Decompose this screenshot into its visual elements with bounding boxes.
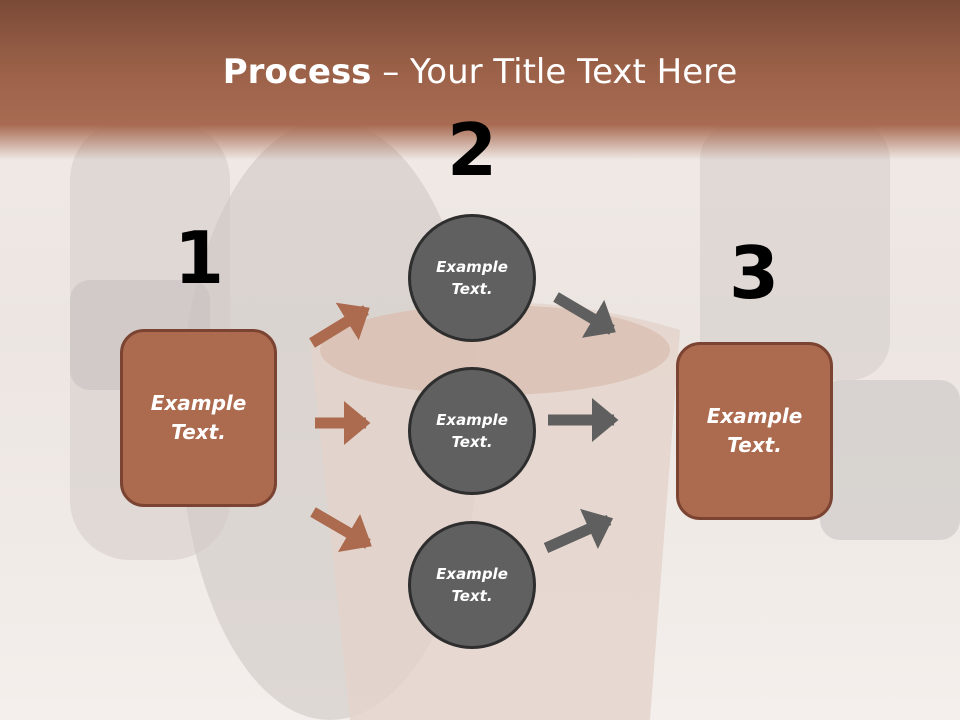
step-1-box: Example Text. (120, 329, 277, 507)
slide-title: Process – Your Title Text Here (0, 52, 960, 92)
arrow-1-to-2a (309, 302, 370, 348)
step-2-circle-3: Example Text. (408, 521, 536, 649)
circle-2-text: Example Text. (436, 410, 508, 452)
circle-3-text: Example Text. (436, 564, 508, 606)
title-rest: – Your Title Text Here (371, 52, 738, 92)
circle-1-text: Example Text. (436, 257, 508, 299)
step-2-number: 2 (446, 108, 498, 192)
arrow-2c-to-3 (543, 508, 614, 554)
step-1-number: 1 (173, 216, 225, 300)
step-3-box: Example Text. (676, 342, 833, 520)
step-2-circle-1: Example Text. (408, 214, 536, 342)
title-bold: Process (222, 52, 372, 92)
arrow-1-to-2c (310, 507, 372, 552)
step-2-circle-2: Example Text. (408, 367, 536, 495)
step-1-text: Example Text. (150, 391, 247, 444)
arrow-2a-to-3 (553, 292, 616, 338)
title-banner (0, 0, 960, 160)
step-3-number: 3 (728, 231, 780, 315)
step-3-text: Example Text. (706, 404, 803, 457)
